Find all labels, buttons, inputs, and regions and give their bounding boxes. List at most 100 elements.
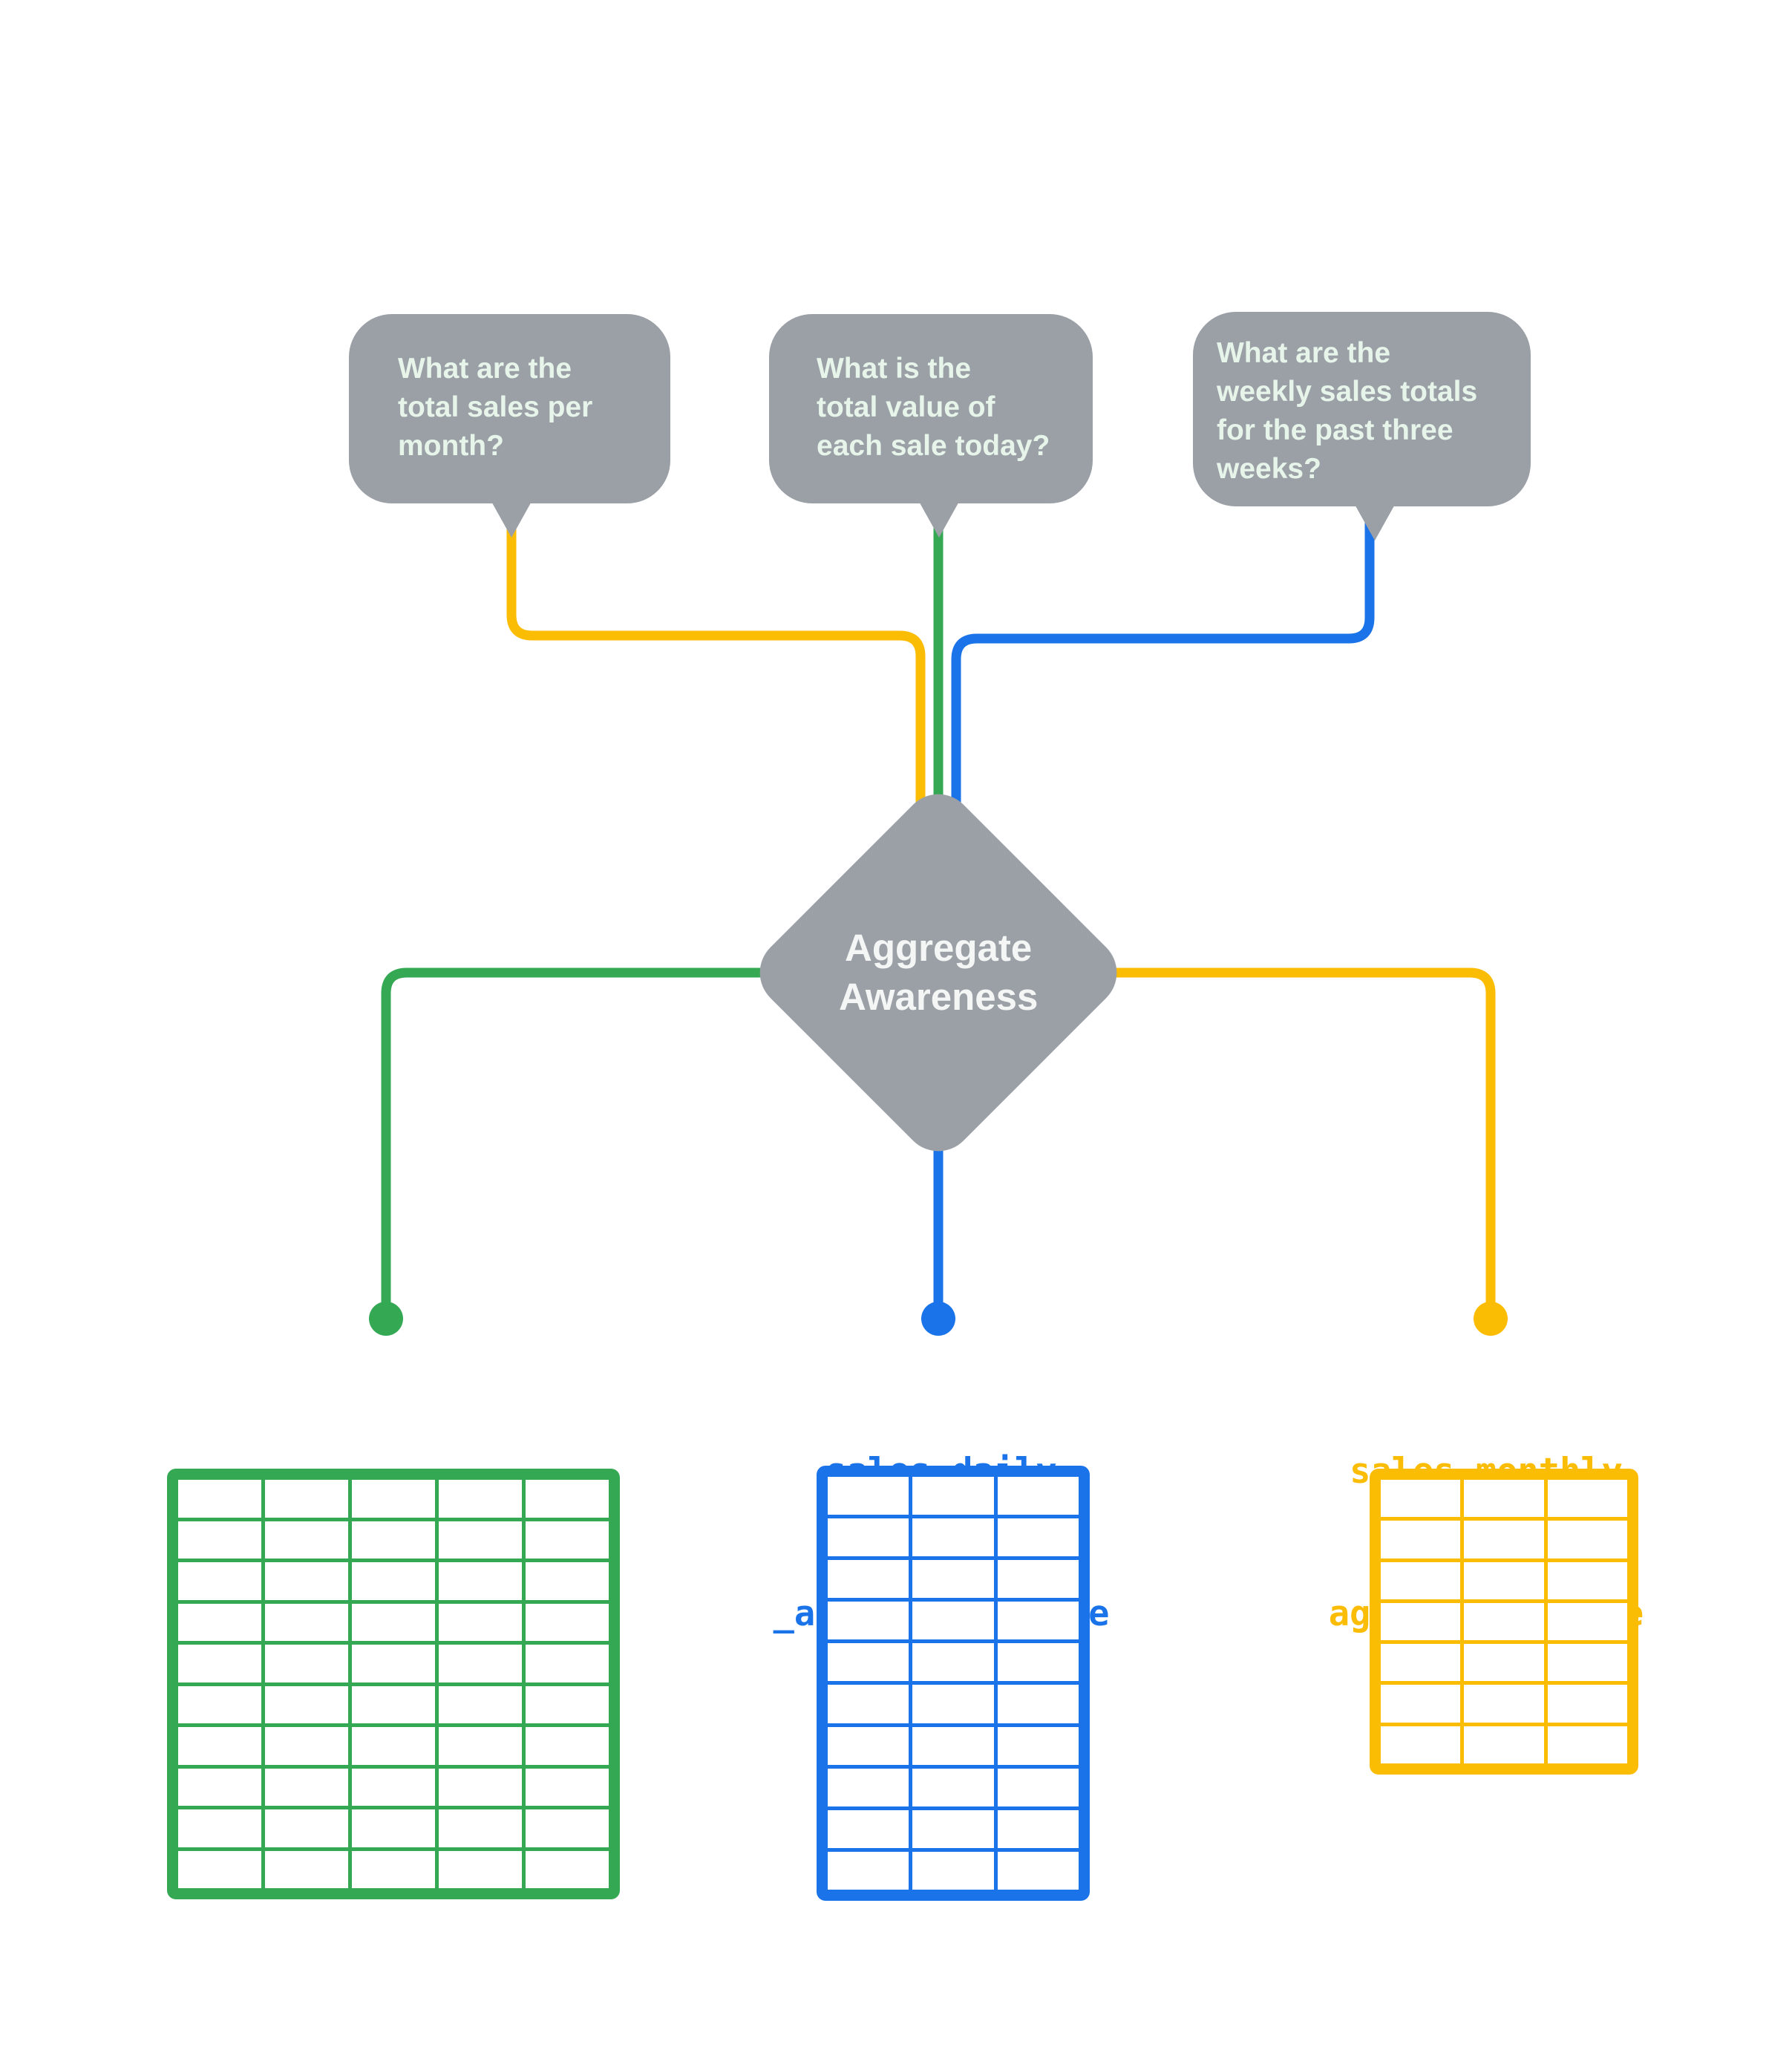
- table-cell: [1464, 1726, 1544, 1763]
- table-cell: [828, 1685, 909, 1723]
- question-bubble-sale-value-today: What is the total value of each sale tod…: [769, 314, 1093, 503]
- table-cell: [828, 1809, 909, 1848]
- table-cell: [526, 1685, 609, 1723]
- table-cell: [997, 1809, 1079, 1848]
- table-cell: [997, 1477, 1079, 1515]
- table-cell: [526, 1850, 609, 1888]
- table-cell: [352, 1645, 435, 1682]
- table-cell: [912, 1809, 994, 1848]
- table-cell: [439, 1603, 522, 1641]
- table-cell: [439, 1768, 522, 1806]
- table-cell: [1464, 1521, 1544, 1558]
- table-cell: [526, 1521, 609, 1558]
- table-cell: [912, 1560, 994, 1599]
- table-cell: [997, 1602, 1079, 1640]
- table-cell: [352, 1768, 435, 1806]
- table-cell: [178, 1768, 261, 1806]
- table-cell: [352, 1727, 435, 1765]
- table-cell: [1547, 1685, 1627, 1723]
- connector-weekly-question-blue: [951, 515, 1375, 846]
- table-cell: [912, 1602, 994, 1640]
- table-cell: [912, 1643, 994, 1682]
- table-cell: [1464, 1644, 1544, 1682]
- table-cell: [526, 1480, 609, 1518]
- table-cell: [1547, 1480, 1627, 1518]
- table-cell: [1464, 1602, 1544, 1641]
- table-cell: [828, 1851, 909, 1890]
- table-grid-sales-daily-aggregate: [817, 1466, 1090, 1901]
- bubble-text-line: total sales per: [398, 391, 593, 423]
- bubble-text-line: month?: [398, 430, 504, 462]
- table-cell: [1381, 1521, 1461, 1558]
- table-cell: [526, 1768, 609, 1806]
- diamond-title-line: Aggregate: [844, 927, 1033, 969]
- diamond-title: Aggregate Awareness: [839, 924, 1038, 1022]
- endpoint-dot-yellow: [1474, 1302, 1508, 1336]
- bubble-text-line: What are the: [1217, 337, 1391, 369]
- table-cell: [352, 1809, 435, 1847]
- table-cell: [828, 1768, 909, 1806]
- diamond-title-line: Awareness: [838, 976, 1039, 1018]
- table-cell: [178, 1562, 261, 1600]
- table-cell: [265, 1809, 348, 1847]
- table-cell: [439, 1562, 522, 1600]
- table-cell: [352, 1603, 435, 1641]
- table-cell: [912, 1477, 994, 1515]
- bubble-text-line: total value of: [817, 391, 995, 423]
- table-cell: [828, 1643, 909, 1682]
- table-cell: [828, 1477, 909, 1515]
- table-cell: [997, 1643, 1079, 1682]
- question-bubble-monthly-sales: What are the total sales per month?: [349, 314, 670, 503]
- table-cell: [352, 1850, 435, 1888]
- table-cell: [178, 1480, 261, 1518]
- table-cell: [265, 1645, 348, 1682]
- table-cell: [526, 1645, 609, 1682]
- table-cell: [912, 1685, 994, 1723]
- table-cell: [1547, 1561, 1627, 1599]
- bubble-text-line: What are the: [398, 353, 572, 385]
- table-grid-orders-database: [167, 1469, 620, 1899]
- table-cell: [1381, 1602, 1461, 1641]
- table-cell: [912, 1851, 994, 1890]
- table-cell: [439, 1809, 522, 1847]
- table-cell: [265, 1480, 348, 1518]
- table-cell: [1464, 1685, 1544, 1723]
- table-cell: [1547, 1602, 1627, 1641]
- endpoint-dot-green: [369, 1302, 403, 1336]
- table-cell: [828, 1560, 909, 1599]
- table-cell: [439, 1727, 522, 1765]
- table-cell: [1381, 1561, 1461, 1599]
- table-cell: [178, 1850, 261, 1888]
- table-cell: [352, 1685, 435, 1723]
- table-cell: [439, 1685, 522, 1723]
- table-cell: [1381, 1685, 1461, 1723]
- table-cell: [526, 1603, 609, 1641]
- table-cell: [997, 1685, 1079, 1723]
- table-cell: [1547, 1521, 1627, 1558]
- bubble-text-line: each sale today?: [817, 430, 1050, 462]
- table-cell: [178, 1521, 261, 1558]
- table-cell: [439, 1645, 522, 1682]
- table-cell: [178, 1809, 261, 1847]
- table-cell: [265, 1768, 348, 1806]
- table-cell: [1464, 1480, 1544, 1518]
- table-cell: [1547, 1726, 1627, 1763]
- table-cell: [997, 1851, 1079, 1890]
- table-cell: [997, 1768, 1079, 1806]
- endpoint-dot-blue: [921, 1302, 955, 1336]
- table-cell: [439, 1850, 522, 1888]
- table-cell: [178, 1727, 261, 1765]
- table-cell: [526, 1562, 609, 1600]
- table-cell: [1547, 1644, 1627, 1682]
- table-cell: [265, 1850, 348, 1888]
- table-cell: [178, 1685, 261, 1723]
- bubble-text-line: weeks?: [1217, 453, 1321, 485]
- table-cell: [828, 1602, 909, 1640]
- table-cell: [352, 1480, 435, 1518]
- table-cell: [265, 1603, 348, 1641]
- connector-to-orders-database-green: [381, 967, 765, 1304]
- table-cell: [526, 1727, 609, 1765]
- table-cell: [265, 1521, 348, 1558]
- connector-monthly-question-yellow: [506, 512, 926, 846]
